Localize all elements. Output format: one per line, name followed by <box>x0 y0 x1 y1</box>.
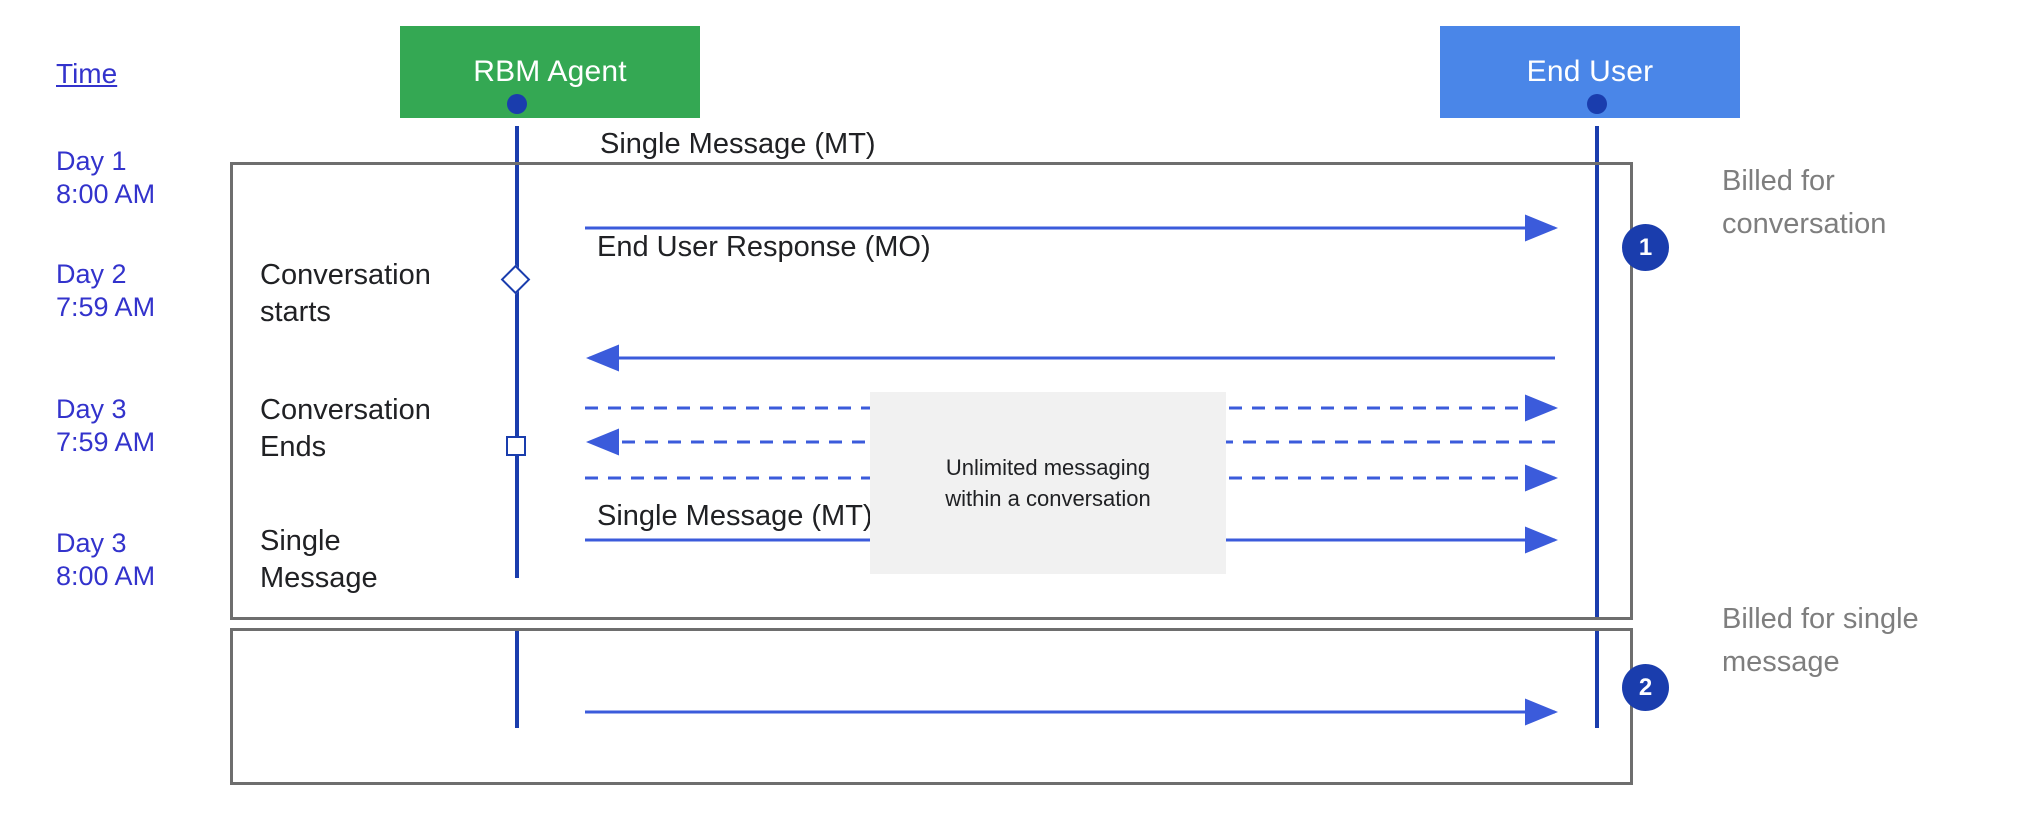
billing-note-single-message: Billed for single message <box>1722 603 1919 678</box>
actor-rbm-agent[interactable]: RBM Agent <box>400 26 700 118</box>
billing-badge-1[interactable]: 1 <box>1622 224 1669 271</box>
billing-note-conversation: Billed for conversation <box>1722 165 1887 240</box>
lifeline-rbm-agent-segment2 <box>515 628 519 728</box>
time-label-day1: Day 1 8:00 AM <box>56 146 156 209</box>
time-label-day2: Day 2 7:59 AM <box>56 259 156 322</box>
lifeline-rbm-agent <box>515 126 519 578</box>
lifeline-head-rbm-agent <box>507 94 527 114</box>
actor-end-user-label: End User <box>1526 55 1654 88</box>
lifeline-end-user <box>1595 126 1599 620</box>
message-label-single-message-mt-2: Single Message (MT) <box>597 500 873 532</box>
callout-line-1: Unlimited messaging <box>945 455 1151 480</box>
time-label-day3-end: Day 3 7:59 AM <box>56 394 156 457</box>
frame-conversation <box>230 162 1633 620</box>
billing-badge-2[interactable]: 2 <box>1622 664 1669 711</box>
message-label-single-message-mt-1: Single Message (MT) <box>600 128 876 160</box>
lifeline-end-user-segment2 <box>1595 628 1599 728</box>
time-axis-header: Time <box>56 58 118 89</box>
lifeline-head-end-user <box>1587 94 1607 114</box>
stage-label-single-message: Single Message <box>260 525 378 594</box>
conversation-end-marker <box>506 436 526 456</box>
callout-unlimited-messaging: Unlimited messaging within a conversatio… <box>870 392 1226 574</box>
message-label-end-user-response-mo: End User Response (MO) <box>597 231 931 263</box>
callout-line-2: within a conversation <box>945 486 1151 511</box>
frame-single-message <box>230 628 1633 785</box>
time-label-day3-single: Day 3 8:00 AM <box>56 528 156 591</box>
actor-rbm-agent-label: RBM Agent <box>473 55 627 88</box>
billing-badge-1-number: 1 <box>1638 233 1653 261</box>
stage-label-conversation-starts: Conversation starts <box>260 259 431 328</box>
billing-badge-2-number: 2 <box>1638 673 1653 701</box>
stage-label-conversation-ends: Conversation Ends <box>260 394 431 463</box>
